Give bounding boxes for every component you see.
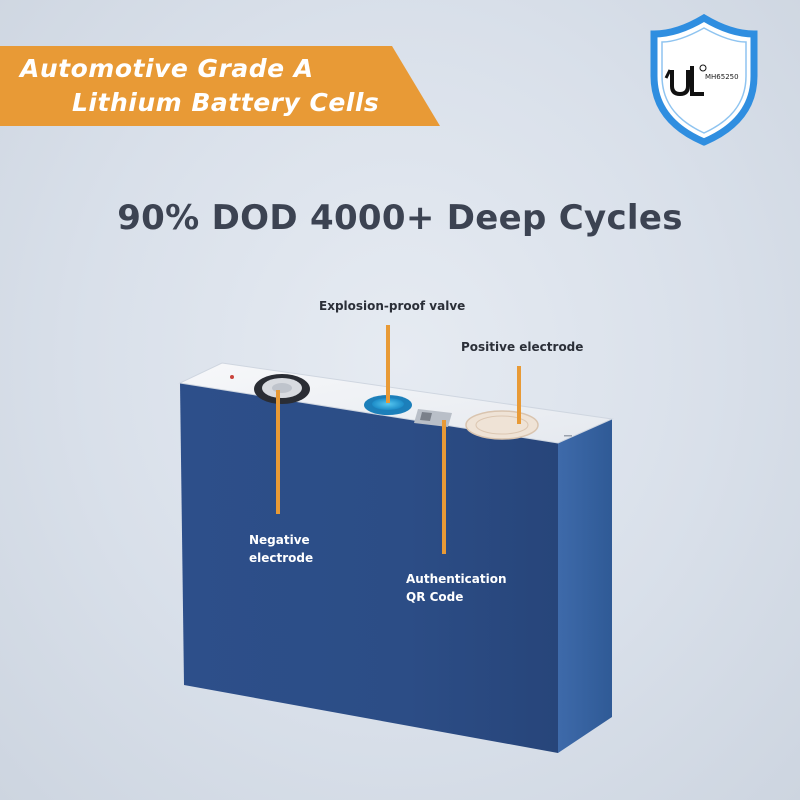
leader-line-qr-code [442,420,446,554]
positive-terminal [465,410,539,440]
label-negative-electrode: Negative electrode [249,531,313,567]
leader-line-valve [386,325,390,403]
banner-title-line-1: Automotive Grade A [20,54,314,83]
leader-line-positive [517,366,521,424]
battery-cell-image [178,362,614,753]
ul-mark-icon [664,64,707,97]
headline: 90% DOD 4000+ Deep Cycles [117,198,683,238]
title-banner [0,46,440,126]
label-qr-code-line-2: QR Code [406,590,464,604]
label-negative-electrode-line-1: Negative [249,533,310,547]
label-qr-code-line-1: Authentication [406,572,507,586]
leader-line-negative [276,390,280,514]
label-negative-electrode-line-2: electrode [249,551,314,565]
label-positive-electrode: Positive electrode [461,340,584,354]
banner-title-line-2: Lithium Battery Cells [72,88,380,117]
label-authentication-qr-code: Authentication QR Code [406,570,507,606]
negative-terminal [254,374,310,404]
label-explosion-proof-valve: Explosion-proof valve [319,299,466,313]
shield-icon [650,14,758,146]
certification-code: MH65250 [705,73,739,81]
explosion-valve [364,395,412,415]
